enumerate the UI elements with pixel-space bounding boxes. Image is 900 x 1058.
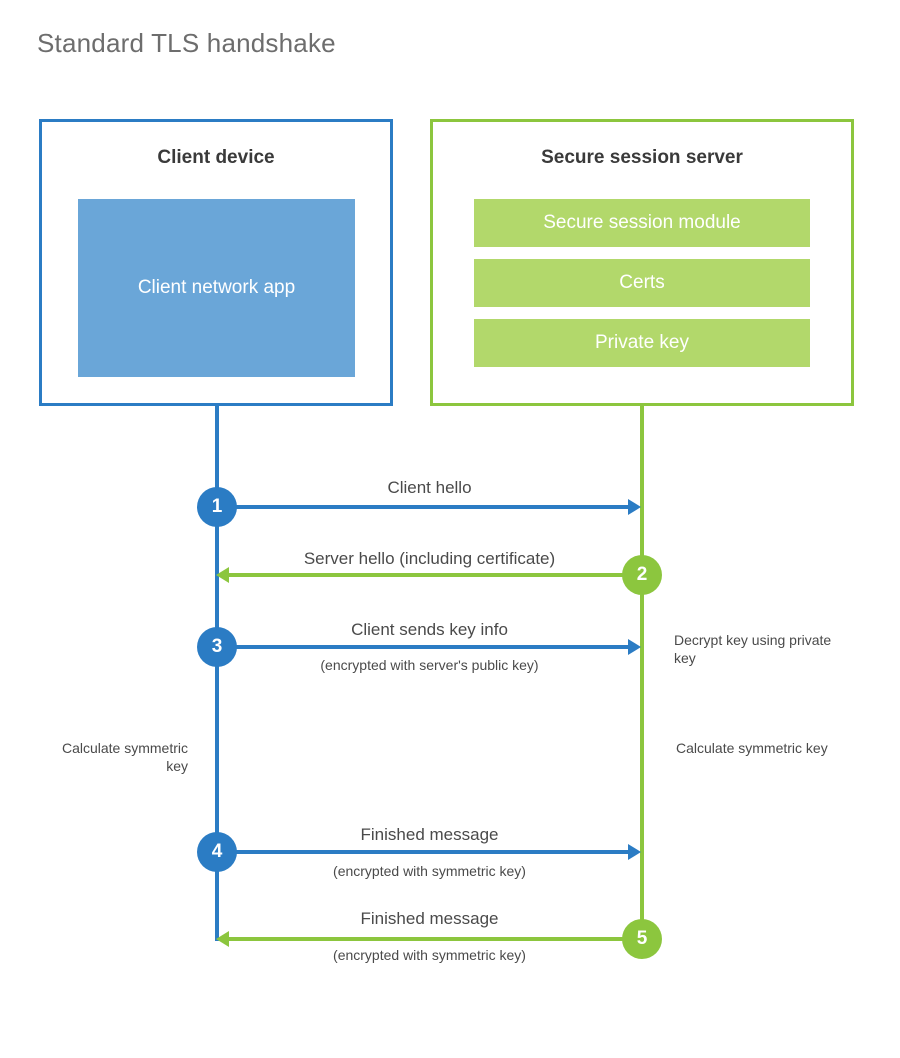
step-3-arrowhead-icon [628, 639, 641, 655]
step-3-arrow-line [217, 645, 628, 649]
step-3-circle[interactable]: 3 [197, 627, 237, 667]
annotation-decrypt-key: Decrypt key using private key [674, 632, 832, 666]
server-component-certs: Certs [474, 259, 810, 307]
client-network-app-block: Client network app [78, 199, 355, 377]
page-title: Standard TLS handshake [37, 28, 336, 58]
secure-session-server-box: Secure session server Secure session mod… [430, 119, 854, 406]
step-2-arrowhead-icon [216, 567, 229, 583]
server-components-list: Secure session module Certs Private key [474, 199, 810, 367]
server-component-private-key: Private key [474, 319, 810, 367]
step-1-circle[interactable]: 1 [197, 487, 237, 527]
server-lifeline [640, 406, 644, 941]
step-3-sublabel: (encrypted with server's public key) [320, 657, 539, 673]
client-device-title: Client device [157, 147, 275, 168]
step-4-arrowhead-icon [628, 844, 641, 860]
step-1-arrowhead-icon [628, 499, 641, 515]
step-2-label: Server hello (including certificate) [303, 549, 556, 568]
step-3-label: Client sends key info [351, 620, 508, 639]
server-component-secure-session-module: Secure session module [474, 199, 810, 247]
step-1-arrow-line [217, 505, 628, 509]
annotation-server-calculate-symmetric-key: Calculate symmetric key [676, 740, 828, 756]
client-lifeline [215, 406, 219, 941]
step-5-label: Finished message [360, 909, 499, 928]
step-5-circle[interactable]: 5 [622, 919, 662, 959]
step-4-circle[interactable]: 4 [197, 832, 237, 872]
step-5-arrowhead-icon [216, 931, 229, 947]
step-4-label: Finished message [360, 825, 499, 844]
step-4-sublabel: (encrypted with symmetric key) [333, 863, 526, 879]
secure-session-server-title: Secure session server [541, 147, 743, 168]
step-5-sublabel: (encrypted with symmetric key) [333, 947, 526, 963]
step-1-label: Client hello [387, 478, 472, 497]
step-2-arrow-line [229, 573, 642, 577]
client-device-box: Client device Client network app [39, 119, 393, 406]
step-4-arrow-line [217, 850, 628, 854]
step-2-circle[interactable]: 2 [622, 555, 662, 595]
annotation-client-calculate-symmetric-key: Calculate symmetric key [61, 740, 188, 774]
step-5-arrow-line [229, 937, 642, 941]
